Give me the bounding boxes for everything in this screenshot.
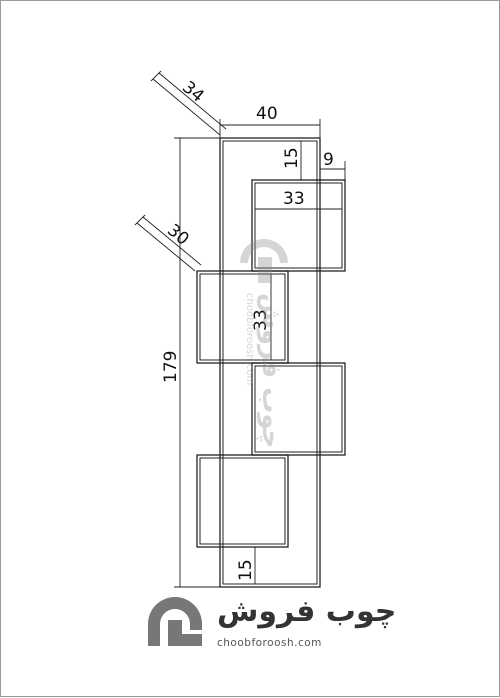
watermark: choobforoosh.com چوب فروش	[240, 239, 288, 448]
box-upper-right	[251, 179, 346, 272]
dim-line-depth-top-b	[158, 72, 227, 130]
dim-label-top-gap: 15	[282, 147, 302, 169]
dim-label-bottom-gap: 15	[236, 559, 256, 581]
dim-label-total-height: 179	[161, 351, 181, 383]
dim-label-depth-mid: 30	[163, 220, 192, 249]
dim-label-box-height: 33	[251, 309, 271, 331]
box-lower-left	[196, 454, 289, 548]
box-lower-right-inner	[254, 365, 343, 453]
brand-name: چوب فروش	[217, 594, 397, 629]
brand-url: choobforoosh.com	[217, 637, 322, 649]
dim-line-depth-mid-b	[142, 216, 202, 266]
watermark-logo-icon	[240, 239, 288, 263]
box-upper-left-inner	[199, 273, 286, 361]
box-upper-right-inner	[254, 182, 343, 269]
dim-line-depth-mid-a	[136, 222, 196, 272]
dim-label-width-top: 40	[256, 104, 278, 124]
box-upper-left	[196, 270, 289, 364]
dim-label-box-width: 33	[283, 189, 305, 209]
dim-line-depth-top-a	[152, 78, 221, 136]
dim-tick-depth-mid	[134, 214, 146, 226]
watermark-brand-name: چوب فروش	[256, 293, 286, 448]
box-lower-left-inner	[199, 457, 286, 545]
box-lower-right	[251, 362, 346, 456]
dim-tick-depth-top	[150, 70, 162, 82]
brand-logo-icon	[148, 597, 202, 646]
dim-label-depth-top: 34	[178, 77, 207, 106]
dim-label-offset-right: 9	[323, 150, 334, 170]
watermark-url: choobforoosh.com	[244, 293, 255, 385]
watermark-logo-bar	[258, 257, 272, 283]
